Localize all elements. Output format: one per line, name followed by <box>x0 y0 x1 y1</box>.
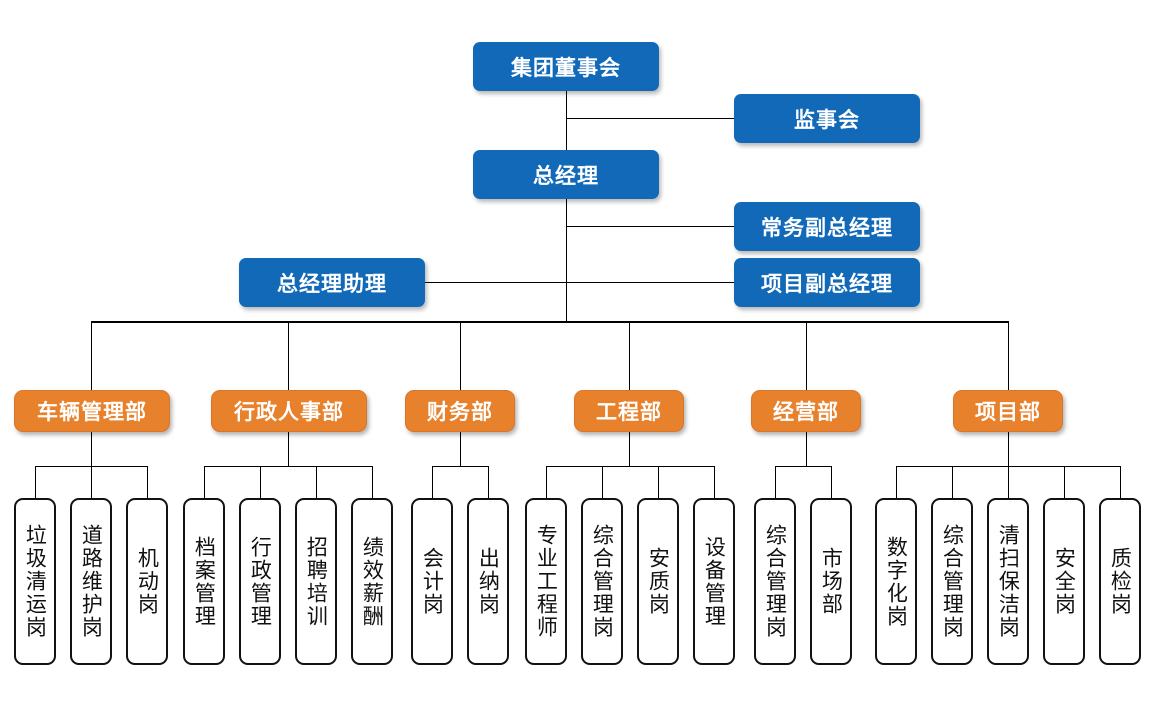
connector-dept4-drop-1 <box>546 466 547 498</box>
node-post-quality-inspection[interactable]: 质检岗 <box>1099 498 1141 665</box>
node-post-garbage-transport[interactable]: 垃圾清运岗 <box>14 498 56 665</box>
node-gm-assistant[interactable]: 总经理助理 <box>239 258 425 307</box>
node-executive-deputy-gm[interactable]: 常务副总经理 <box>734 202 920 251</box>
node-supervisory-board[interactable]: 监事会 <box>734 94 920 143</box>
node-post-recruitment-training[interactable]: 招聘培训 <box>295 498 337 665</box>
connector-dept2-stem <box>288 432 289 466</box>
node-project-deputy-gm[interactable]: 项目副总经理 <box>734 258 920 307</box>
connector-gm-to-assistant <box>425 282 566 283</box>
node-post-safety-quality[interactable]: 安质岗 <box>637 498 679 665</box>
node-department-operations[interactable]: 经营部 <box>751 390 861 432</box>
connector-dept5-drop-1 <box>775 466 776 498</box>
connector-dept4-drop-4 <box>714 466 715 498</box>
connector-dept2-drop-1 <box>204 466 205 498</box>
connector-dept6-stem <box>1008 432 1009 466</box>
connector-dept3-drop-2 <box>488 466 489 498</box>
connector-dept5-bus <box>775 466 831 467</box>
node-post-cashier[interactable]: 出纳岗 <box>467 498 509 665</box>
connector-dept1-drop-2 <box>91 466 92 498</box>
connector-dept4-bus <box>546 466 714 467</box>
connector-gm-stem-to-supervisory <box>566 118 734 119</box>
connector-dept1-stem <box>91 432 92 466</box>
node-post-mobile-duty[interactable]: 机动岗 <box>126 498 168 665</box>
connector-dept4-drop-3 <box>658 466 659 498</box>
node-department-engineering[interactable]: 工程部 <box>574 390 684 432</box>
connector-gm-to-bus <box>566 198 567 322</box>
connector-drop-dept-3 <box>460 321 461 390</box>
node-post-cleaning-sanitation[interactable]: 清扫保洁岗 <box>987 498 1029 665</box>
connector-gm-to-project-deputy <box>566 282 734 283</box>
connector-dept6-drop-2 <box>952 466 953 498</box>
node-department-vehicle-management[interactable]: 车辆管理部 <box>14 390 170 432</box>
node-department-admin-hr[interactable]: 行政人事部 <box>211 390 367 432</box>
node-post-safety[interactable]: 安全岗 <box>1043 498 1085 665</box>
connector-dept3-stem <box>460 432 461 466</box>
connector-drop-dept-5 <box>806 321 807 390</box>
node-board-of-directors[interactable]: 集团董事会 <box>473 42 659 91</box>
connector-drop-dept-1 <box>91 321 92 390</box>
connector-dept2-drop-3 <box>316 466 317 498</box>
node-department-project[interactable]: 项目部 <box>953 390 1063 432</box>
connector-dept3-bus <box>432 466 488 467</box>
connector-board-to-gm <box>566 91 567 151</box>
node-post-digitalization[interactable]: 数字化岗 <box>875 498 917 665</box>
node-general-manager[interactable]: 总经理 <box>473 150 659 199</box>
connector-dept2-drop-2 <box>260 466 261 498</box>
node-post-marketing[interactable]: 市场部 <box>810 498 852 665</box>
connector-gm-to-executive-deputy <box>566 226 734 227</box>
connector-dept6-drop-3 <box>1008 466 1009 498</box>
connector-dept4-drop-2 <box>602 466 603 498</box>
node-post-project-general-management[interactable]: 综合管理岗 <box>931 498 973 665</box>
connector-dept6-drop-1 <box>896 466 897 498</box>
node-post-engineering-general-management[interactable]: 综合管理岗 <box>581 498 623 665</box>
connector-department-bus <box>91 321 1008 323</box>
node-post-accounting[interactable]: 会计岗 <box>411 498 453 665</box>
connector-dept1-drop-3 <box>147 466 148 498</box>
node-post-road-maintenance[interactable]: 道路维护岗 <box>70 498 112 665</box>
node-post-performance-compensation[interactable]: 绩效薪酬 <box>351 498 393 665</box>
connector-drop-dept-4 <box>629 321 630 390</box>
connector-dept2-drop-4 <box>372 466 373 498</box>
connector-dept2-bus <box>204 466 372 467</box>
node-post-equipment-management[interactable]: 设备管理 <box>693 498 735 665</box>
node-post-operations-general-management[interactable]: 综合管理岗 <box>754 498 796 665</box>
connector-dept4-stem <box>629 432 630 466</box>
connector-drop-dept-6 <box>1008 321 1009 390</box>
connector-dept3-drop-1 <box>432 466 433 498</box>
node-post-archive-management[interactable]: 档案管理 <box>183 498 225 665</box>
node-post-professional-engineer[interactable]: 专业工程师 <box>525 498 567 665</box>
connector-dept5-stem <box>806 432 807 466</box>
connector-dept1-drop-1 <box>35 466 36 498</box>
node-department-finance[interactable]: 财务部 <box>405 390 515 432</box>
connector-dept6-drop-5 <box>1120 466 1121 498</box>
connector-dept5-drop-2 <box>831 466 832 498</box>
connector-dept6-drop-4 <box>1064 466 1065 498</box>
connector-drop-dept-2 <box>288 321 289 390</box>
node-post-administrative-management[interactable]: 行政管理 <box>239 498 281 665</box>
